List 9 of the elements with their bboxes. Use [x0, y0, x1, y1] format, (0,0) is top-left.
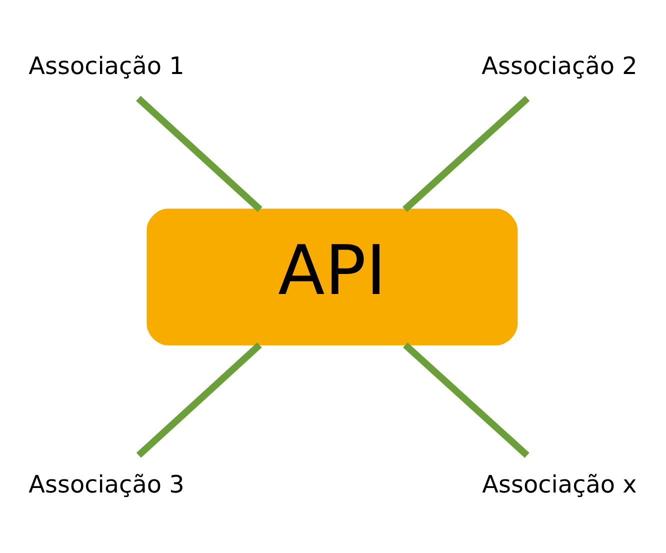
connector	[136, 342, 262, 458]
node-text: Associação 3	[28, 470, 184, 498]
node-box: API	[146, 208, 518, 345]
node-text: Associação 1	[28, 51, 184, 80]
connector	[402, 95, 530, 212]
connector	[136, 95, 262, 212]
connector	[403, 342, 530, 458]
node-text: Associação 2	[482, 51, 638, 80]
node-text: Associação x	[482, 470, 637, 498]
